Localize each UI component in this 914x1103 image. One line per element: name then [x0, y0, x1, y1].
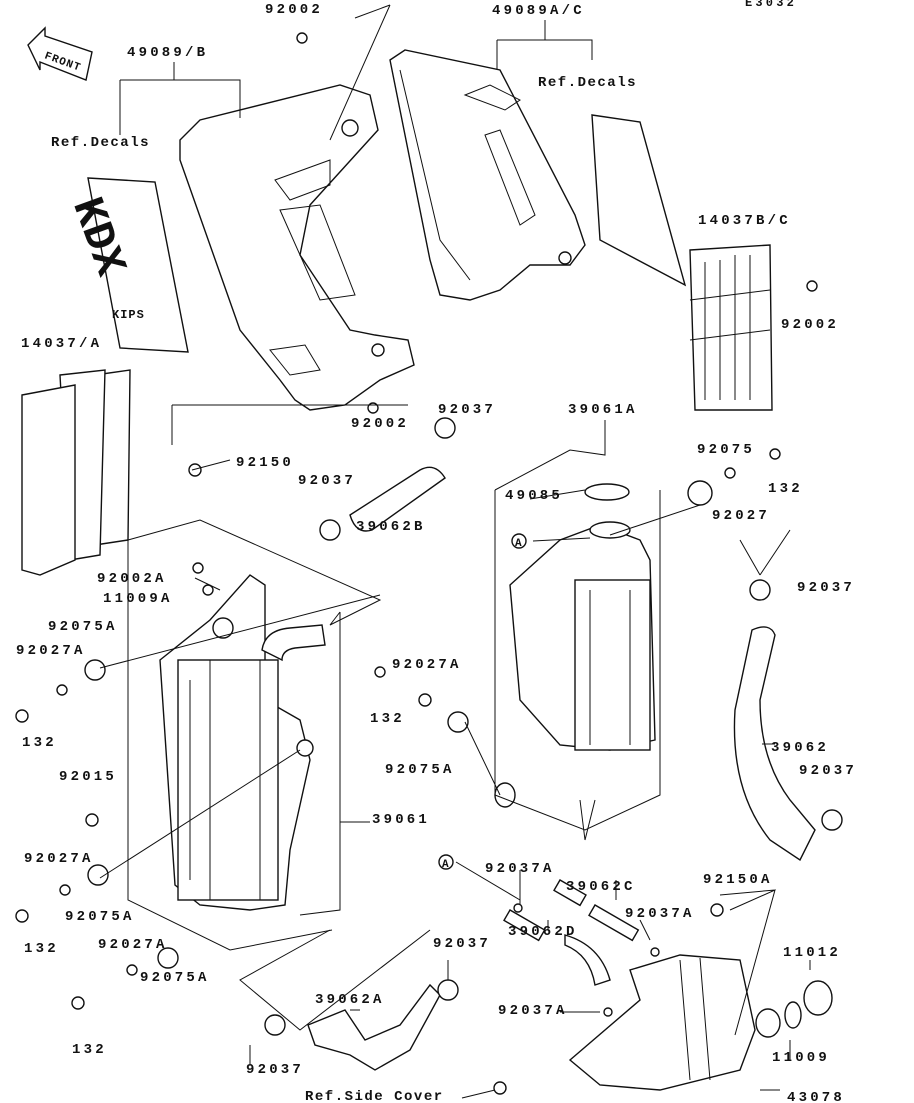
part-number-label: 11009A [103, 591, 173, 607]
part-number-label: 92002 [265, 2, 323, 18]
part-number-label: 92037 [433, 936, 491, 952]
radiator-left [159, 574, 326, 911]
part-number-label: Ref.Side Cover [305, 1089, 444, 1103]
part-number-label: 92075A [48, 619, 118, 635]
part-number-label: 49089A/C [492, 3, 585, 19]
part-number-label: 92037 [797, 580, 855, 596]
part-number-label: 92075A [65, 909, 135, 925]
part-number-label: 39061 [372, 812, 430, 828]
part-number-label: 39062D [508, 924, 578, 940]
callout-a-circle [511, 533, 527, 549]
part-number-label: 92075A [385, 762, 455, 778]
part-number-label: 132 [370, 711, 405, 727]
callout-a: A [442, 859, 449, 871]
part-number-label: 39062 [771, 740, 829, 756]
part-number-label: 39062C [566, 879, 636, 895]
part-number-label: 92037 [438, 402, 496, 418]
diagram-code: E3032 [745, 0, 797, 10]
part-number-label: 92037 [298, 473, 356, 489]
reserve-tank [568, 954, 756, 1091]
part-number-label: 92150 [236, 455, 294, 471]
part-number-label: 92027A [98, 937, 168, 953]
part-number-label: 92037 [246, 1062, 304, 1078]
decal-right [591, 114, 687, 287]
callout-a: A [515, 538, 522, 550]
decal-text-kips: KIPS [112, 308, 145, 322]
front-arrow-icon: FRONT [27, 26, 93, 81]
part-number-label: 39062A [315, 992, 385, 1008]
part-number-label: 92075A [140, 970, 210, 986]
part-number-label: 14037/A [21, 336, 102, 352]
part-number-label: 92037A [625, 906, 695, 922]
hose-39062 [733, 626, 816, 862]
part-number-label: 92027A [392, 657, 462, 673]
part-number-label: 132 [24, 941, 59, 957]
part-number-label: 132 [22, 735, 57, 751]
part-number-label: 14037B/C [698, 213, 791, 229]
part-number-label: 92037A [485, 861, 555, 877]
radiator-guard-left [21, 369, 131, 576]
part-number-label: 92002A [97, 571, 167, 587]
part-number-label: Ref.Decals [538, 75, 637, 91]
leader-lines [99, 4, 811, 1099]
hose-39062b [349, 466, 446, 532]
shroud-right [389, 49, 586, 301]
part-number-label: 92002 [351, 416, 409, 432]
part-number-label: 92027A [24, 851, 94, 867]
part-number-label: 132 [72, 1042, 107, 1058]
part-number-label: 11012 [783, 945, 841, 961]
part-number-label: 92075 [697, 442, 755, 458]
part-number-label: 39062B [356, 519, 426, 535]
part-number-label: 92002 [781, 317, 839, 333]
callout-a-circle [438, 854, 454, 870]
radiator-guard-right [689, 244, 773, 411]
part-number-label: 49085 [505, 488, 563, 504]
part-number-label: 49089/B [127, 45, 208, 61]
part-number-label: 132 [768, 481, 803, 497]
radiator-right [494, 521, 656, 808]
decal-left: KDX KIPS [60, 177, 189, 353]
part-number-label: 39061A [568, 402, 638, 418]
part-number-label: 92037 [799, 763, 857, 779]
part-number-label: 92027A [16, 643, 86, 659]
part-number-label: 92027 [712, 508, 770, 524]
part-number-label: 43078 [787, 1090, 845, 1103]
part-number-label: 92015 [59, 769, 117, 785]
fasteners [15, 32, 843, 1095]
part-number-label: 92037A [498, 1003, 568, 1019]
part-number-label: 92150A [703, 872, 773, 888]
part-number-label: 11009 [772, 1050, 830, 1066]
part-number-label: Ref.Decals [51, 135, 150, 151]
